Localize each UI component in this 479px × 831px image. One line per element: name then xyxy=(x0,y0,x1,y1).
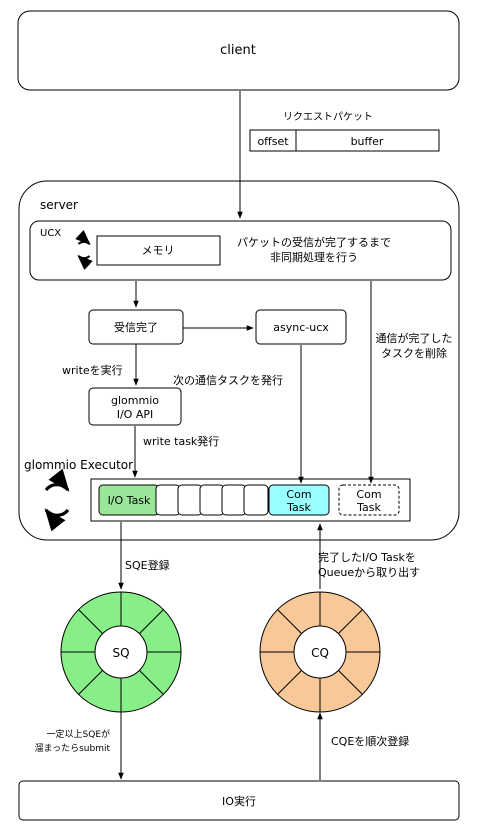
com-task-pending-line1: Com xyxy=(356,488,381,501)
empty-task-slot xyxy=(243,484,269,516)
cqe-register-label: CQEを順次登録 xyxy=(331,734,409,748)
sq-submit-line1: 一定以上SQEが xyxy=(47,728,110,740)
ucx-note-line1: パケットの受信が完了するまで xyxy=(237,235,391,249)
async-ucx-label: async-ucx xyxy=(273,321,329,334)
memory-box xyxy=(96,235,221,266)
edge-next-task-label: 次の通信タスクを発行 xyxy=(173,373,283,387)
sq-label: SQ xyxy=(112,646,129,660)
memory-label: メモリ xyxy=(142,244,175,257)
empty-task-slot xyxy=(221,484,247,516)
packet-buffer-text: buffer xyxy=(351,135,384,148)
com-task-pending-slot xyxy=(338,484,400,516)
executor-label: glommio Executor xyxy=(24,458,133,472)
glommio-api-box xyxy=(88,387,182,426)
connectors xyxy=(118,91,374,780)
client-box xyxy=(17,10,460,91)
packet-buffer-field xyxy=(295,129,440,152)
ucx-box xyxy=(29,220,452,281)
io-exec-label: IO実行 xyxy=(222,794,256,808)
edge-write-task-label: write task発行 xyxy=(143,434,219,448)
edge-write-label: writeを実行 xyxy=(62,363,123,377)
recv-done-label: 受信完了 xyxy=(114,320,158,334)
sq-submit-line2: 溜まったらsubmit xyxy=(34,742,110,754)
com-task-slot xyxy=(268,484,330,516)
edge-delete-line1: 通信が完了した xyxy=(376,331,453,345)
io-exec-box xyxy=(18,780,460,821)
cq-label: CQ xyxy=(311,646,329,660)
async-ucx-box xyxy=(255,309,347,345)
empty-task-slot xyxy=(199,484,225,516)
sqe-register-label: SQE登録 xyxy=(125,558,170,572)
glommio-api-line1: glommio xyxy=(111,394,159,407)
cq-ring xyxy=(259,591,381,713)
request-packet-label: リクエストパケット xyxy=(283,111,373,123)
ucx-note-line2: 非同期処理を行う xyxy=(270,251,358,264)
cq-take-line1: 完了したI/O Taskを xyxy=(318,550,416,564)
ucx-label: UCX xyxy=(40,228,61,239)
edge-delete-line2: タスクを削除 xyxy=(381,346,447,360)
executor-loop-icon xyxy=(44,468,70,532)
ucx-loop-icon xyxy=(75,230,93,270)
com-task-line1: Com xyxy=(286,488,311,501)
cq-take-line2: Queueから取り出す xyxy=(318,565,420,579)
io-task-label: I/O Task xyxy=(108,494,151,507)
server-label: server xyxy=(40,198,78,212)
com-task-line2: Task xyxy=(286,501,311,514)
com-task-pending-line2: Task xyxy=(356,501,381,514)
sq-ring xyxy=(60,591,182,713)
client-label: client xyxy=(220,43,256,58)
empty-task-slot xyxy=(155,484,181,516)
glommio-api-line2: I/O API xyxy=(117,408,154,421)
empty-task-slot xyxy=(177,484,203,516)
packet-offset-text: offset xyxy=(257,135,289,148)
